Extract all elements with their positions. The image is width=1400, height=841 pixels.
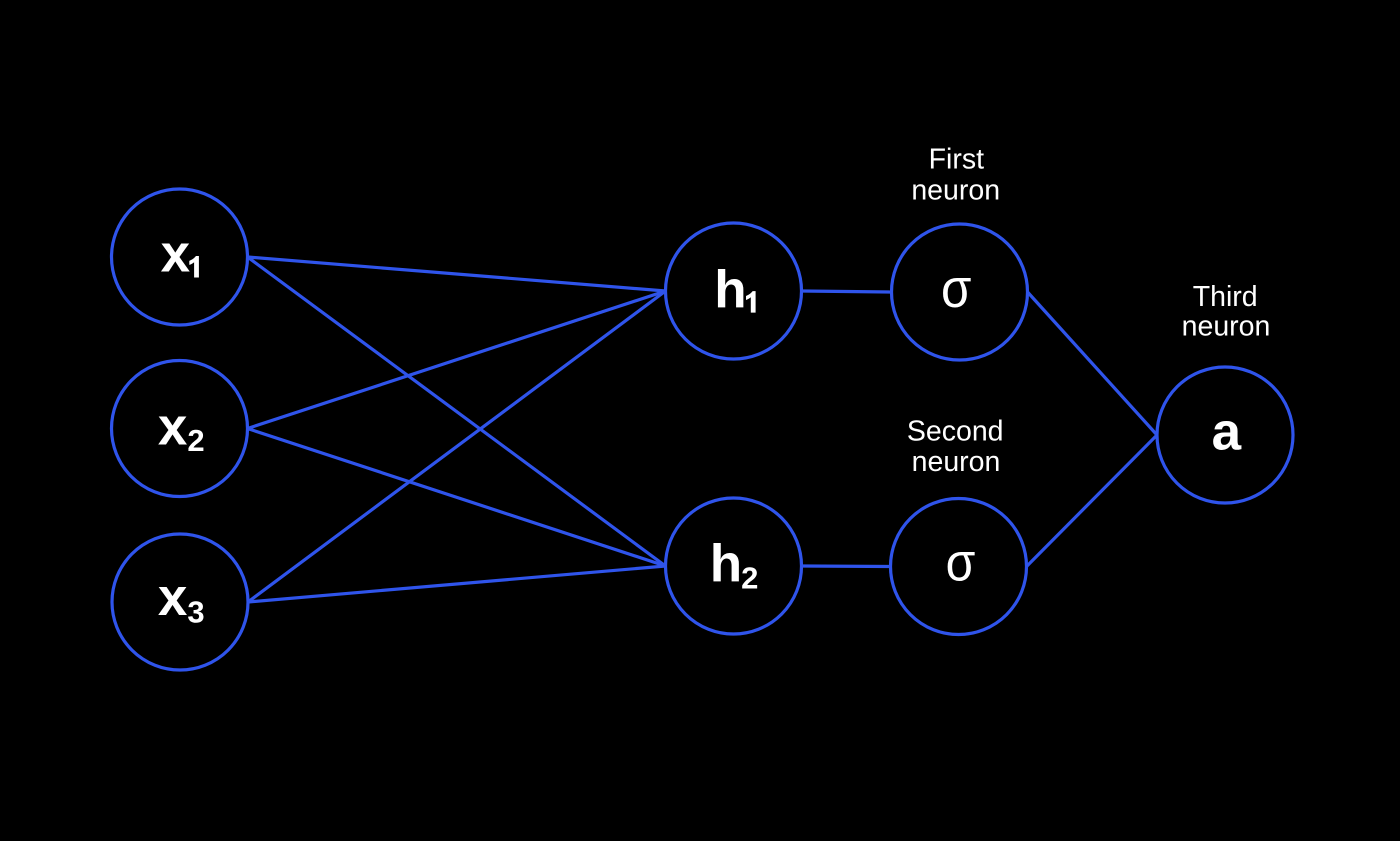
svg-text:2: 2 bbox=[187, 423, 204, 458]
svg-text:Second: Second bbox=[907, 416, 1004, 448]
svg-text:x: x bbox=[161, 225, 191, 284]
svg-text:Third: Third bbox=[1193, 281, 1258, 313]
svg-text:a: a bbox=[1212, 403, 1242, 462]
svg-text:x: x bbox=[158, 398, 188, 457]
svg-text:neuron: neuron bbox=[1182, 311, 1271, 343]
svg-text:h: h bbox=[714, 260, 746, 319]
svg-text:neuron: neuron bbox=[912, 446, 1001, 478]
svg-text:σ: σ bbox=[941, 258, 971, 319]
svg-text:h: h bbox=[710, 535, 742, 594]
svg-text:2: 2 bbox=[741, 561, 758, 596]
svg-text:neuron: neuron bbox=[911, 174, 1000, 206]
svg-text:First: First bbox=[929, 144, 984, 176]
svg-text:σ: σ bbox=[946, 532, 976, 592]
svg-text:x: x bbox=[158, 568, 188, 627]
svg-text:3: 3 bbox=[187, 595, 204, 630]
